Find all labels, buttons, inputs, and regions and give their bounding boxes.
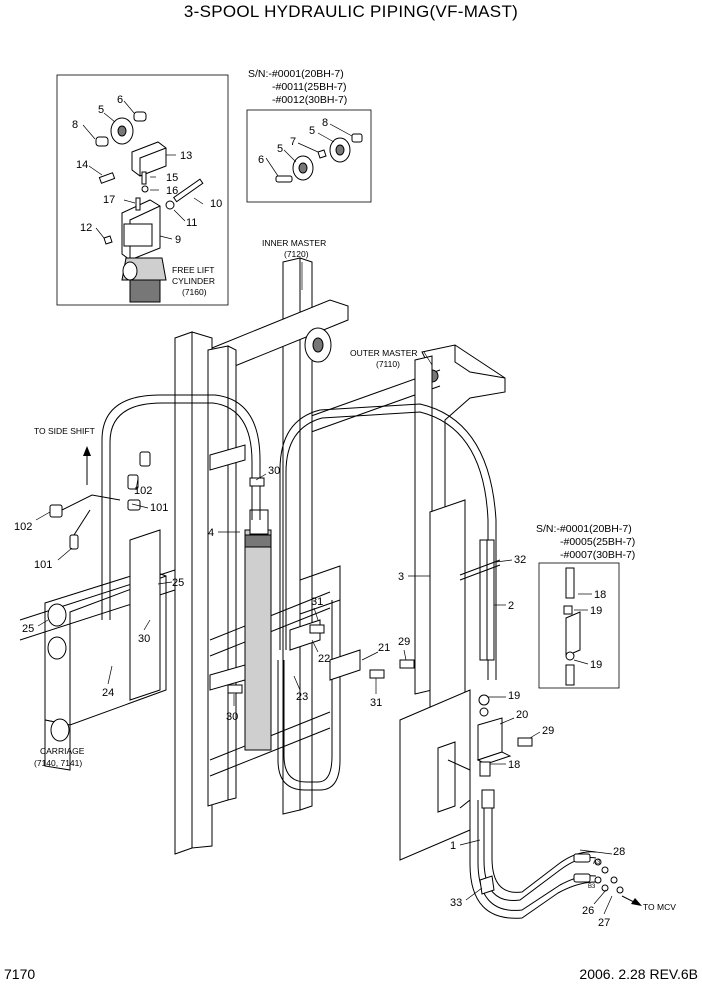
callout-20: 20 bbox=[516, 709, 528, 721]
callout-3: 3 bbox=[398, 571, 404, 583]
callout-19-sn-b: 19 bbox=[590, 659, 602, 671]
callout-29-right: 29 bbox=[542, 725, 554, 737]
callout-14: 14 bbox=[76, 159, 88, 171]
callout-31-upper: 31 bbox=[311, 596, 323, 608]
to-side-shift-label: TO SIDE SHIFT bbox=[34, 426, 95, 436]
callout-21: 21 bbox=[378, 642, 390, 654]
sn-top-line-3: -#0012(30BH-7) bbox=[272, 94, 347, 106]
callout-19: 19 bbox=[508, 690, 520, 702]
revision-date: 2006. 2.28 REV.6B bbox=[579, 966, 698, 982]
callout-19-sn-a: 19 bbox=[590, 605, 602, 617]
callout-31: 31 bbox=[370, 697, 382, 709]
free-lift-caption-2: CYLINDER bbox=[172, 276, 215, 286]
sn-right-line-2: -#0005(25BH-7) bbox=[560, 536, 635, 548]
callout-16: 16 bbox=[166, 185, 178, 197]
callout-6: 6 bbox=[117, 94, 123, 106]
callout-102-left: 102 bbox=[14, 521, 32, 533]
callout-7: 7 bbox=[290, 136, 296, 148]
callout-2: 2 bbox=[508, 600, 514, 612]
port-a3-label: A3 bbox=[593, 860, 601, 866]
callout-30-lower: 30 bbox=[226, 711, 238, 723]
carriage-label: CARRIAGE bbox=[40, 746, 85, 756]
hose-to-mcv bbox=[483, 800, 597, 901]
callout-24: 24 bbox=[102, 687, 114, 699]
port-b3-label: B3 bbox=[588, 884, 596, 890]
page-title: 3-SPOOL HYDRAULIC PIPING(VF-MAST) bbox=[183, 2, 519, 21]
mast-assembly bbox=[19, 257, 642, 919]
callout-8-sn: 8 bbox=[322, 117, 328, 129]
free-lift-cylinder-icon bbox=[121, 257, 167, 303]
callout-11: 11 bbox=[186, 217, 197, 229]
callout-5-sn-b: 5 bbox=[309, 125, 315, 137]
callout-numbers: 1 2 3 4 28 26 27 33 18 19 20 29 32 21 29… bbox=[14, 465, 625, 929]
sn-detail-box-top: S/N:-#0001(20BH-7) -#0011(25BH-7) -#0012… bbox=[246, 68, 372, 203]
callout-101-right: 101 bbox=[150, 502, 168, 514]
bracket-13 bbox=[131, 141, 167, 177]
free-lift-caption-3: (7160) bbox=[182, 287, 207, 297]
callout-18: 18 bbox=[508, 759, 520, 771]
inner-master-label: INNER MASTER bbox=[262, 238, 326, 248]
hose-to-side-shift bbox=[101, 394, 261, 560]
hose-loop-3 bbox=[279, 403, 497, 680]
sn-top-line-1: S/N:-#0001(20BH-7) bbox=[248, 68, 344, 80]
callout-30-upper: 30 bbox=[268, 465, 280, 477]
callout-22: 22 bbox=[318, 653, 330, 665]
page-code: 7170 bbox=[4, 966, 36, 982]
callout-6-sn: 6 bbox=[258, 154, 264, 166]
callout-25-left: 25 bbox=[22, 623, 34, 635]
callout-17: 17 bbox=[103, 194, 115, 206]
callout-26: 26 bbox=[582, 905, 594, 917]
callout-12: 12 bbox=[80, 222, 92, 234]
lift-cylinder bbox=[244, 529, 272, 751]
sn-detail-box-right: S/N:-#0001(20BH-7) -#0005(25BH-7) -#0007… bbox=[536, 523, 635, 689]
callout-23: 23 bbox=[296, 691, 308, 703]
free-lift-caption-1: FREE LIFT bbox=[172, 265, 215, 275]
inner-master-number: (7120) bbox=[284, 249, 309, 259]
free-lift-detail-box: 5 6 8 13 14 15 16 17 10 11 12 9 FREE LIF… bbox=[56, 74, 229, 306]
callout-18-sn: 18 bbox=[594, 589, 606, 601]
callout-27: 27 bbox=[598, 917, 610, 929]
callout-5-sn-a: 5 bbox=[277, 143, 283, 155]
sn-right-line-3: -#0007(30BH-7) bbox=[560, 549, 635, 561]
callout-102-right: 102 bbox=[134, 485, 152, 497]
carriage-left-channel bbox=[174, 331, 193, 855]
callout-1: 1 bbox=[450, 840, 456, 852]
sn-right-line-1: S/N:-#0001(20BH-7) bbox=[536, 523, 632, 535]
callout-8: 8 bbox=[72, 119, 78, 131]
sn-top-line-2: -#0011(25BH-7) bbox=[272, 81, 347, 93]
outer-master-number: (7110) bbox=[376, 359, 400, 369]
callout-15: 15 bbox=[166, 172, 178, 184]
callout-33: 33 bbox=[450, 897, 462, 909]
callout-32: 32 bbox=[514, 554, 526, 566]
callout-5: 5 bbox=[98, 104, 104, 116]
outer-master-label: OUTER MASTER bbox=[350, 348, 418, 358]
callout-29: 29 bbox=[398, 636, 410, 648]
outer-lower-frame bbox=[399, 689, 471, 861]
carriage-number: (7140, 7141) bbox=[34, 758, 82, 768]
callout-4: 4 bbox=[208, 527, 214, 539]
callout-30-left: 30 bbox=[138, 633, 150, 645]
callout-10: 10 bbox=[210, 198, 222, 210]
callout-101-left: 101 bbox=[34, 559, 52, 571]
callout-25-right: 25 bbox=[172, 577, 184, 589]
to-mcv-label: TO MCV bbox=[643, 902, 676, 912]
callout-9: 9 bbox=[175, 234, 181, 246]
callout-13: 13 bbox=[180, 150, 192, 162]
callout-28: 28 bbox=[613, 846, 625, 858]
